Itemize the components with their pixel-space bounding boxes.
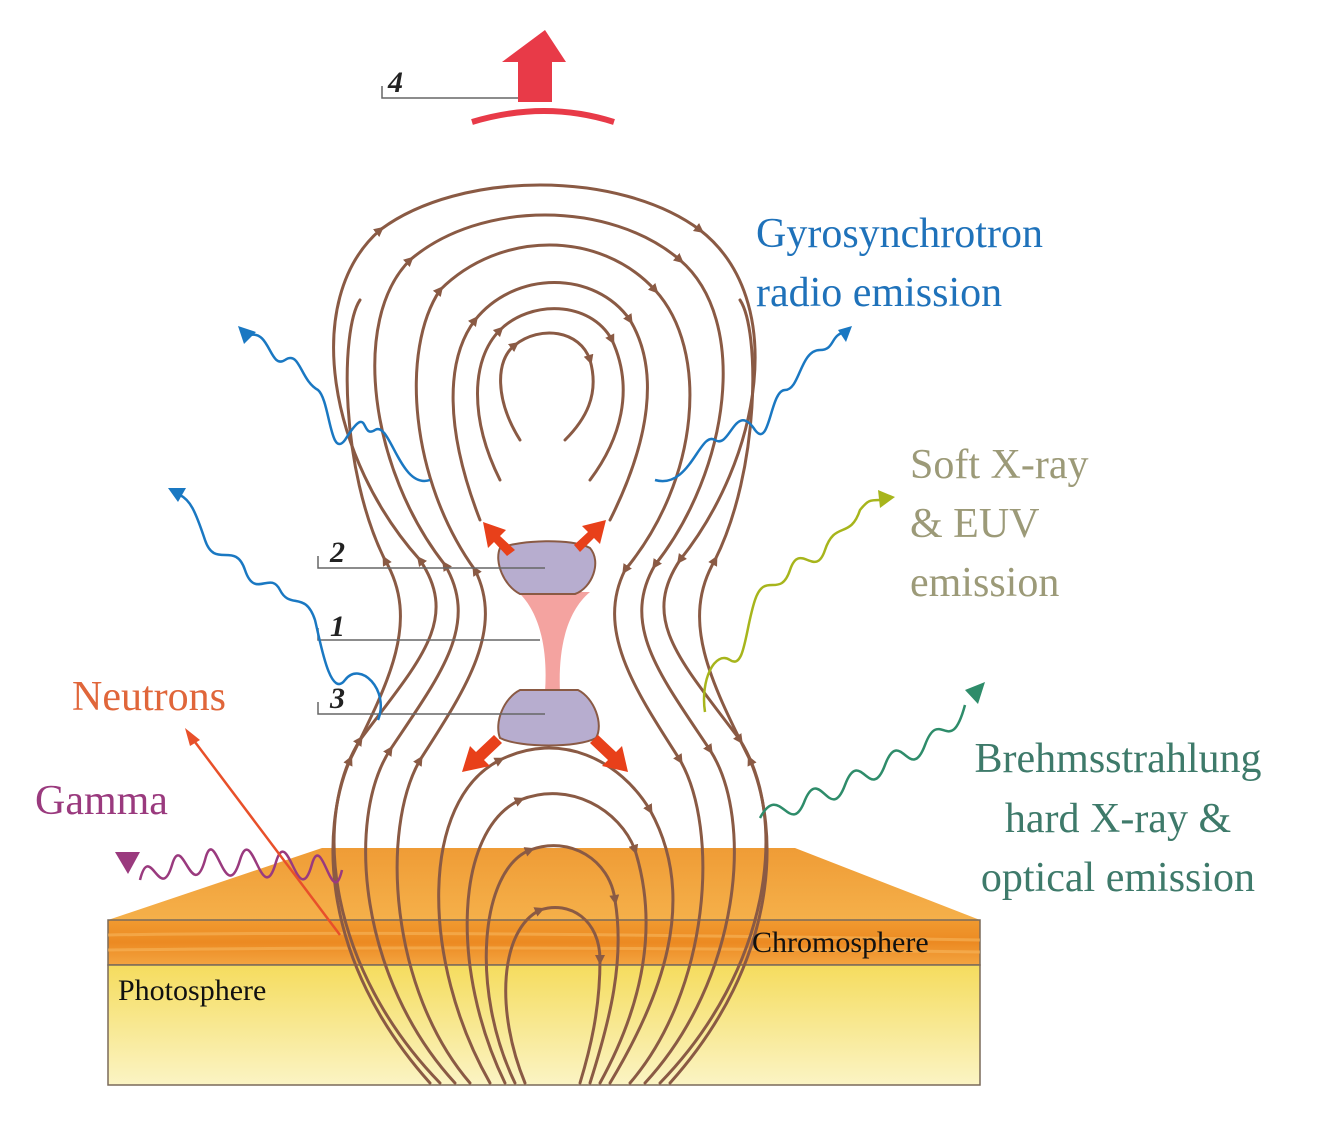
soft-xray-label-line1: Soft X-ray <box>910 442 1088 488</box>
outflow-arrow-upper-right <box>574 520 606 552</box>
photosphere-label: Photosphere <box>118 974 266 1007</box>
bremsstrahlung-label-line2: hard X-ray & <box>1005 796 1231 842</box>
gamma-label: Gamma <box>35 778 168 824</box>
photosphere-layer <box>107 964 981 1086</box>
gyrosynchrotron-label-line1: Gyrosynchrotron <box>756 211 1043 257</box>
field-line-arcade-1 <box>437 746 675 1085</box>
solar-surface <box>107 848 981 1086</box>
marker-4: 4 <box>387 66 403 99</box>
field-line-arcade-3 <box>484 844 620 1085</box>
cme-eruption-arrow <box>471 30 615 125</box>
hard-xray-wave <box>758 682 985 819</box>
field-line-inner-6 <box>499 331 595 442</box>
neutron-arrow <box>185 728 341 936</box>
chromosphere-label: Chromosphere <box>752 926 929 959</box>
marker-3: 3 <box>329 682 345 715</box>
plasma-blob-lower <box>497 689 600 747</box>
field-line-outer-3 <box>395 243 705 1085</box>
bremsstrahlung-label-line3: optical emission <box>981 855 1255 901</box>
field-line-outer-2 <box>364 213 736 1085</box>
current-sheet <box>518 592 590 692</box>
field-line-outer-4 <box>451 281 649 522</box>
bremsstrahlung-label-line1: Brehmsstrahlung <box>975 736 1262 782</box>
gyrosynchrotron-label-line2: radio emission <box>756 270 1002 316</box>
outflow-arrow-lower-left <box>462 735 502 772</box>
reconnection-region <box>462 520 628 772</box>
gamma-wave <box>115 848 344 884</box>
soft-xray-label-line2: & EUV <box>910 501 1040 547</box>
plasma-blob-upper <box>497 540 597 595</box>
marker-lines <box>317 86 545 715</box>
marker-1: 1 <box>330 610 345 643</box>
neutrons-label: Neutrons <box>72 674 226 720</box>
soft-xray-wave <box>702 490 895 713</box>
radio-wave-upper-left <box>238 326 431 483</box>
field-line-arcade-2 <box>465 792 648 1085</box>
outflow-arrow-upper-left <box>483 522 515 556</box>
marker-2: 2 <box>329 536 345 569</box>
field-line-inner-5 <box>476 307 625 482</box>
radio-wave-lower-left <box>168 488 382 721</box>
radio-wave-upper-right <box>654 326 852 483</box>
field-line-flank-left <box>331 298 432 1085</box>
outflow-arrow-lower-right <box>590 735 628 772</box>
soft-xray-label-line3: emission <box>910 560 1059 606</box>
field-line-arcade-4 <box>504 905 605 1085</box>
